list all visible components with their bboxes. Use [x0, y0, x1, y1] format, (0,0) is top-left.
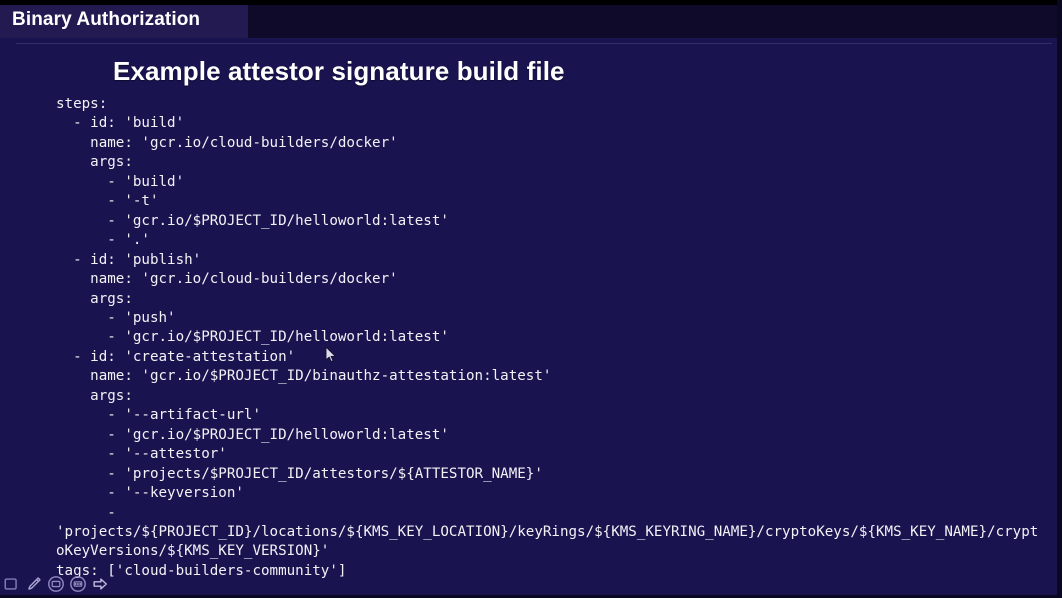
more-options-icon[interactable]	[68, 574, 88, 594]
header-title: Binary Authorization	[12, 9, 201, 30]
code-line: - '.'	[56, 232, 150, 249]
code-line: name: 'gcr.io/$PROJECT_ID/binauthz-attes…	[56, 368, 552, 385]
letterbox-bottom	[0, 595, 1062, 598]
code-line: - '-t'	[56, 193, 159, 210]
code-line: - 'build'	[56, 173, 185, 190]
code-line: - '--artifact-url'	[56, 407, 261, 424]
next-arrow-icon[interactable]	[90, 574, 110, 594]
code-line: - 'gcr.io/$PROJECT_ID/helloworld:latest'	[56, 329, 449, 346]
slide-header-bar: Binary Authorization	[0, 5, 1062, 38]
letterbox-top	[0, 0, 1062, 5]
code-line: - id: 'publish'	[56, 251, 202, 268]
pointer-icon[interactable]	[2, 574, 22, 594]
yaml-code-block: steps: - id: 'build' name: 'gcr.io/cloud…	[56, 95, 1046, 581]
code-line: - id: 'create-attestation'	[56, 348, 296, 365]
code-line: - 'push'	[56, 309, 176, 326]
code-line: -	[56, 504, 125, 521]
code-line: tags: ['cloud-builders-community']	[56, 562, 347, 579]
code-line: - 'gcr.io/$PROJECT_ID/helloworld:latest'	[56, 212, 449, 229]
code-line: - 'gcr.io/$PROJECT_ID/helloworld:latest'	[56, 426, 449, 443]
pen-icon[interactable]	[24, 574, 44, 594]
code-line: args:	[56, 290, 133, 307]
slide-title: Example attestor signature build file	[113, 56, 565, 86]
header-divider	[16, 43, 1052, 44]
code-line: args:	[56, 154, 133, 171]
code-line: - id: 'build'	[56, 115, 185, 132]
code-line: args:	[56, 387, 133, 404]
presenter-toolbar[interactable]	[0, 573, 112, 595]
letterbox-right	[1057, 0, 1062, 598]
code-line: - 'projects/$PROJECT_ID/attestors/${ATTE…	[56, 465, 543, 482]
code-line: name: 'gcr.io/cloud-builders/docker'	[56, 134, 398, 151]
code-line: - '--keyversion'	[56, 485, 244, 502]
header-accent-block	[0, 5, 248, 38]
slide-icon[interactable]	[46, 574, 66, 594]
code-line: steps:	[56, 96, 108, 112]
code-line: 'projects/${PROJECT_ID}/locations/${KMS_…	[56, 523, 1039, 560]
code-line: name: 'gcr.io/cloud-builders/docker'	[56, 271, 398, 288]
code-line: - '--attestor'	[56, 446, 227, 463]
